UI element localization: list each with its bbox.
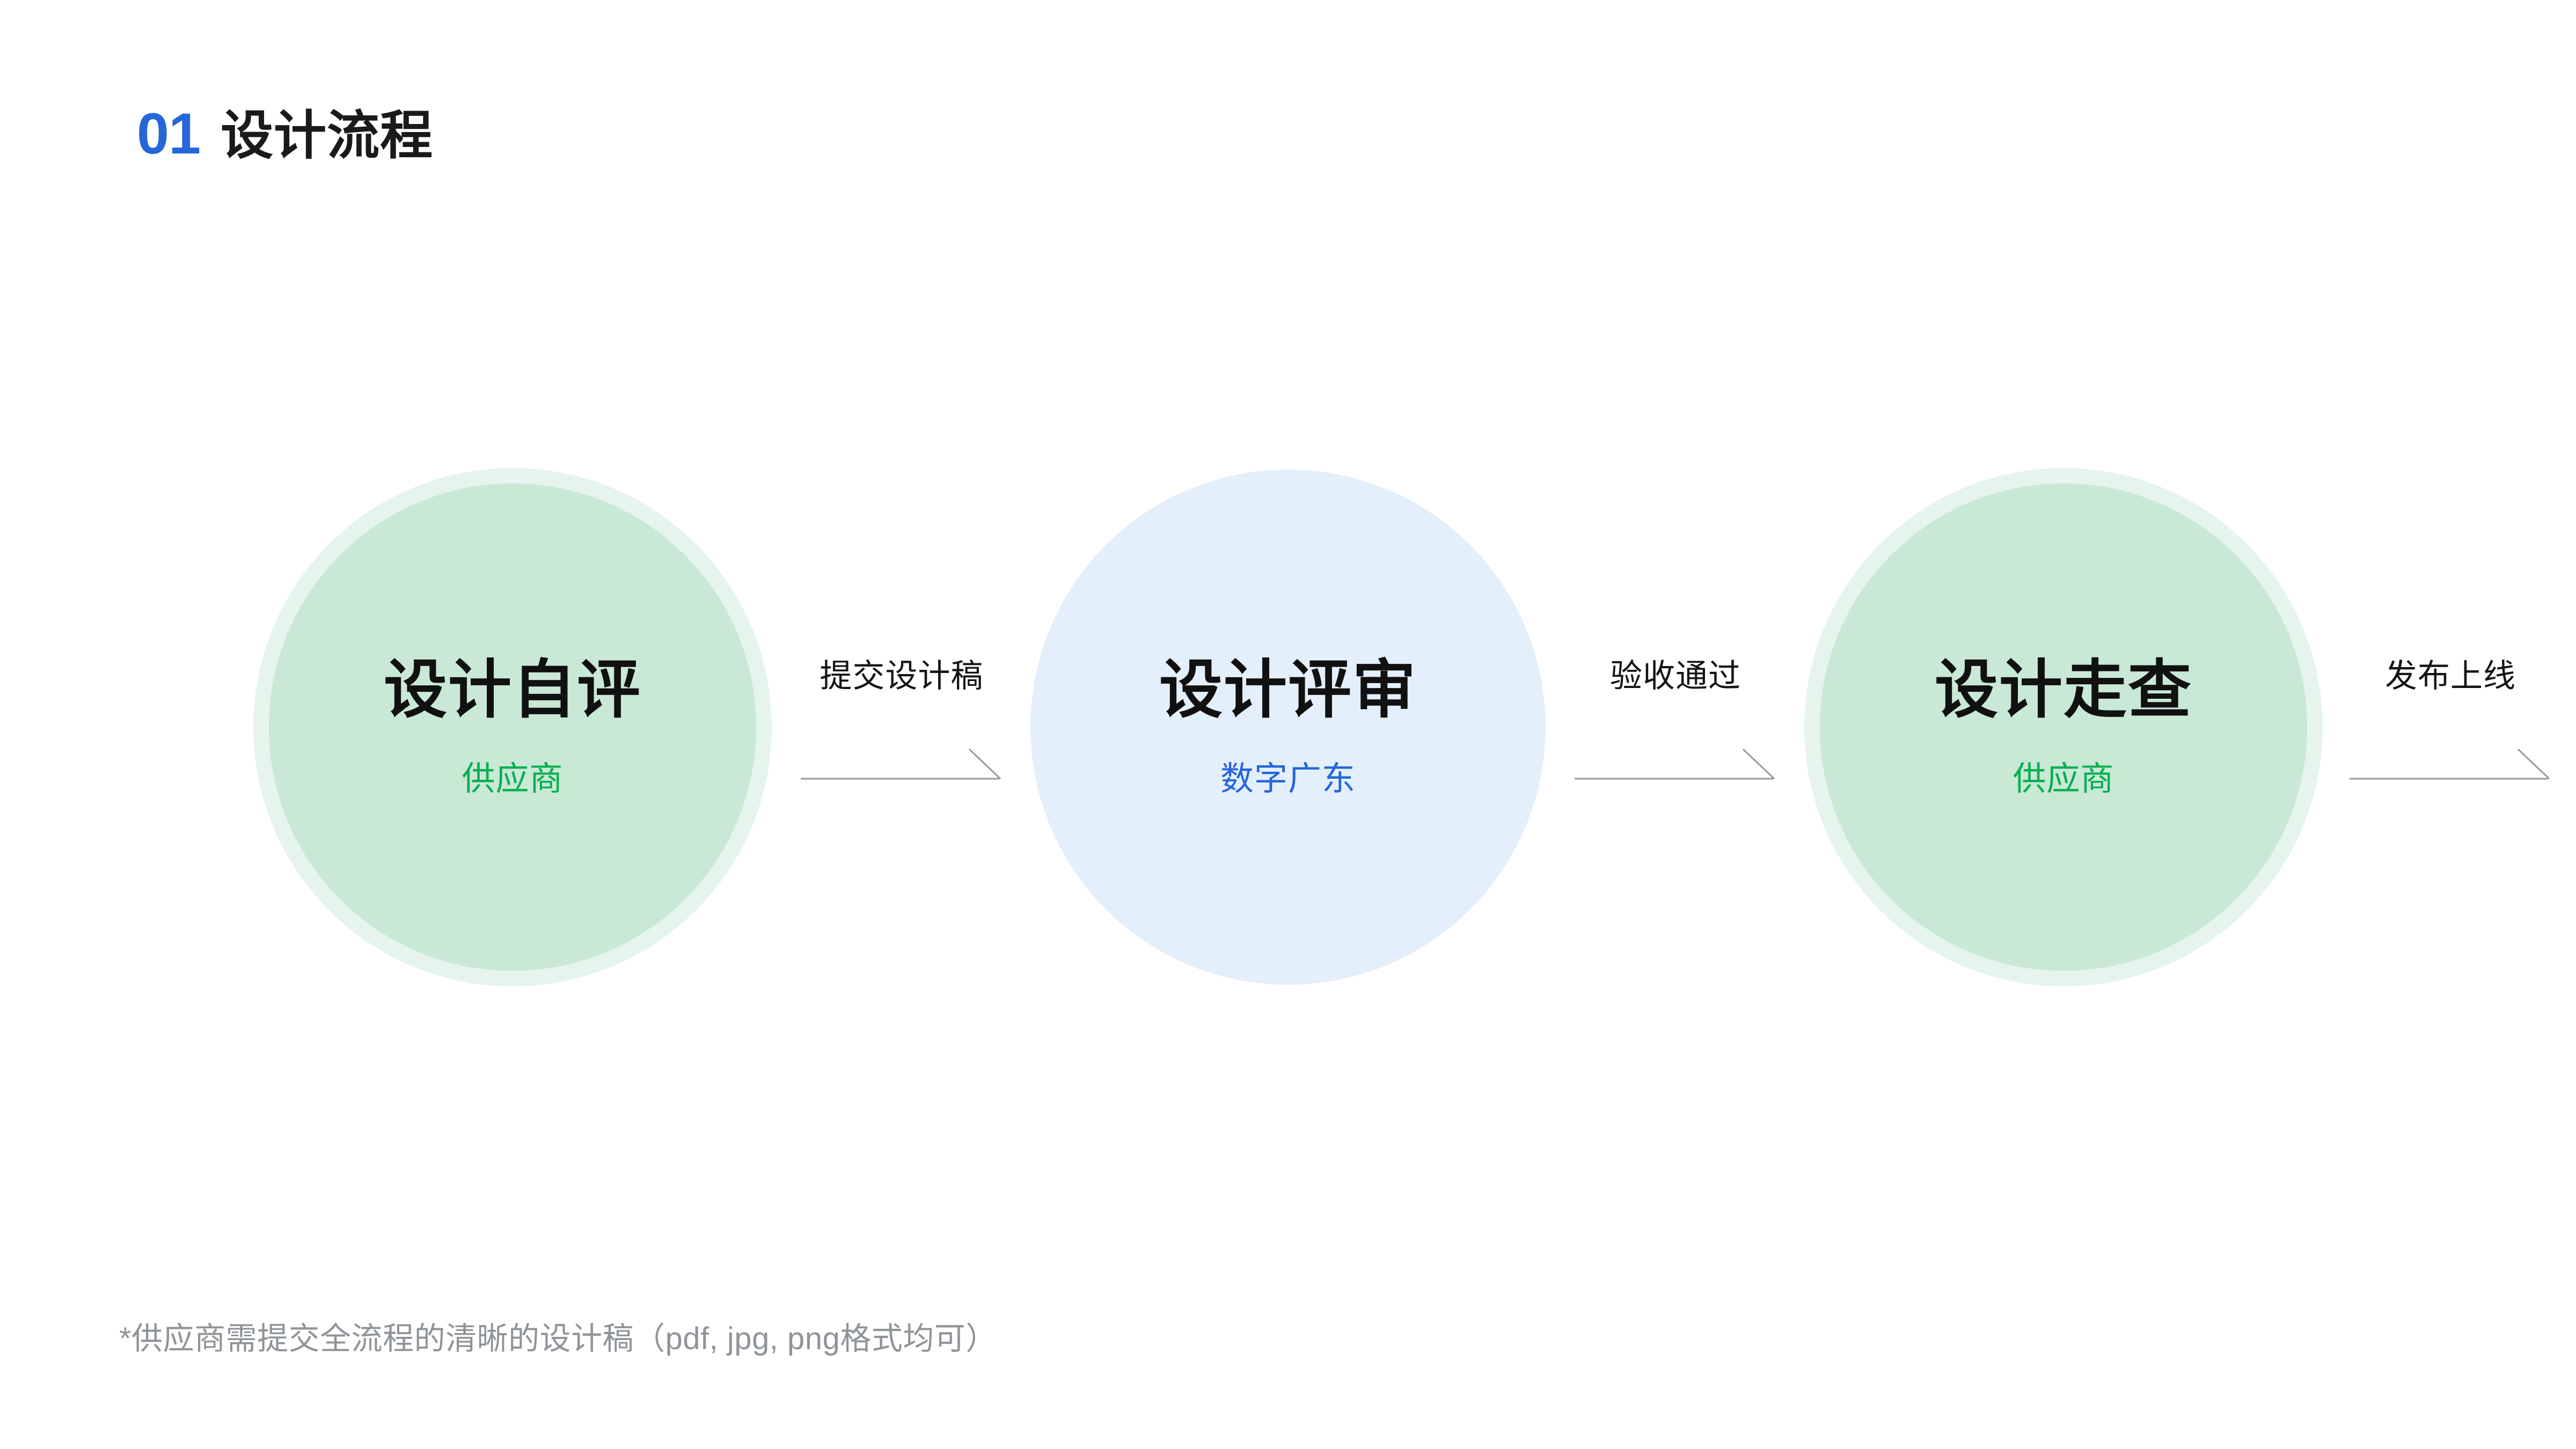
- flow-connector-3: 发布上线: [2338, 660, 2563, 800]
- arrow-right-icon: [2350, 748, 2550, 780]
- section-number: 01: [137, 101, 201, 166]
- footnote: *供应商需提交全流程的清晰的设计稿（pdf, jpg, png格式均可）: [119, 1321, 997, 1356]
- flow-connector-1: 提交设计稿: [789, 660, 1014, 800]
- node-title: 设计评审: [1159, 655, 1417, 726]
- node-title: 设计自评: [383, 655, 641, 726]
- node-owner: 供应商: [462, 760, 564, 797]
- page-title: 设计流程: [221, 106, 434, 165]
- flow-node-design-walkthrough[interactable]: 设计走查 供应商: [1804, 468, 2323, 986]
- node-disc: [1030, 470, 1546, 985]
- node-title: 设计走查: [1934, 655, 2192, 726]
- connector-label: 发布上线: [2385, 658, 2516, 694]
- arrow-right-icon: [801, 748, 1001, 780]
- flow-connector-2: 验收通过: [1563, 660, 1788, 800]
- node-labels: 设计评审 数字广东: [1159, 658, 1417, 796]
- node-labels: 设计走查 供应商: [1935, 658, 2192, 796]
- arrow-right-icon: [1575, 748, 1775, 780]
- node-labels: 设计自评 供应商: [384, 658, 641, 796]
- node-owner: 数字广东: [1220, 760, 1356, 797]
- node-owner: 供应商: [2012, 760, 2114, 797]
- node-disc: [269, 484, 756, 971]
- connector-label: 验收通过: [1610, 658, 1741, 694]
- page-header: 01 设计流程: [137, 105, 433, 163]
- flow-node-design-review[interactable]: 设计评审 数字广东: [1029, 468, 1547, 986]
- flow-node-design-self-review[interactable]: 设计自评 供应商: [253, 468, 772, 986]
- node-disc: [1820, 484, 2307, 971]
- connector-label: 提交设计稿: [819, 658, 984, 694]
